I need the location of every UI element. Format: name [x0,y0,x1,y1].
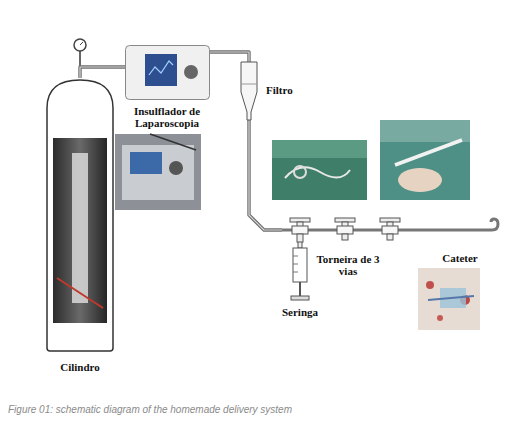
shape-part [335,218,355,222]
shape-part [126,46,210,100]
shape-part [387,234,393,240]
tube-connector [80,67,125,78]
shape-part [293,248,307,282]
shape-part [184,65,198,79]
hand-photo-hand [398,168,442,192]
catheter-photo-line [428,296,474,300]
catheter-tube: Cateter [412,218,502,242]
part-label: Cateter [430,252,490,264]
figure-caption: Figure 01: schematic diagram of the home… [8,404,513,415]
tube-core [249,120,282,230]
tube-core [210,52,249,62]
hand-photo [380,120,470,200]
filter-shape: Filtro [238,62,260,120]
shape-part [72,153,88,303]
part-label: Cilindro [30,361,130,373]
hand-photo-drape [380,120,470,142]
catheter-photo-spot [426,281,434,289]
part-label: Torneira de 3 vias [312,253,384,277]
shape-part [382,226,398,234]
insufflator-photo-screen [130,152,162,174]
shape-part [47,80,113,351]
shape-part [291,296,309,300]
shape-part [293,264,298,265]
tube-core [80,67,125,78]
tube-outline [210,52,249,62]
shape-part [293,272,298,273]
insufflator-photo-knob [169,161,183,175]
gauge-needle [80,42,83,45]
shape-part [297,234,303,242]
catheter-photo [418,268,480,330]
insufflator-photo [115,134,201,210]
shape-part [292,226,308,234]
shape-part [342,234,348,240]
part-label: Insulflador de Laparoscopia [113,105,221,129]
node-outline [125,45,210,100]
tube-outline [249,120,282,230]
shape-part [380,218,400,240]
shape-part [293,256,298,257]
shape-part [145,54,177,86]
hand-photo-syringe [395,140,462,165]
shape-part [290,218,310,222]
shape-part [290,218,310,242]
shape-part [149,61,173,75]
tube-connector [210,52,249,62]
stopcock-group: Torneira de 3 vias [282,218,412,242]
tubing-photo-drape [272,140,367,158]
node-outline [289,240,311,302]
gas-cylinder: Cilindro [45,78,115,353]
pressure-gauge [74,39,86,51]
node-outline [282,218,412,242]
insufflator-photo-device [122,145,194,200]
syringe-shape: Seringa [289,240,311,302]
shape-part [241,62,257,120]
node-outline [238,62,260,120]
insufflator-box: Insulflador de Laparoscopia [125,45,210,100]
shape-part [53,138,107,323]
shape-part [337,226,353,234]
tubing-photo-coil [294,166,306,178]
tube-connector [249,120,282,230]
node-outline [45,78,115,353]
tubing-photo [272,140,367,200]
shape-part [412,219,498,230]
gauge-stem [79,50,81,67]
shape-part [380,218,400,222]
tube-outline [80,67,125,78]
node-outline [412,218,502,242]
insufflator-photo-cable [150,134,196,150]
shape-part [299,282,301,296]
part-label: Seringa [270,306,330,318]
shape-part [241,84,257,85]
catheter-photo-spot [437,315,443,321]
shape-part [57,278,103,308]
shape-part [335,218,355,240]
part-label: Filtro [266,84,293,96]
